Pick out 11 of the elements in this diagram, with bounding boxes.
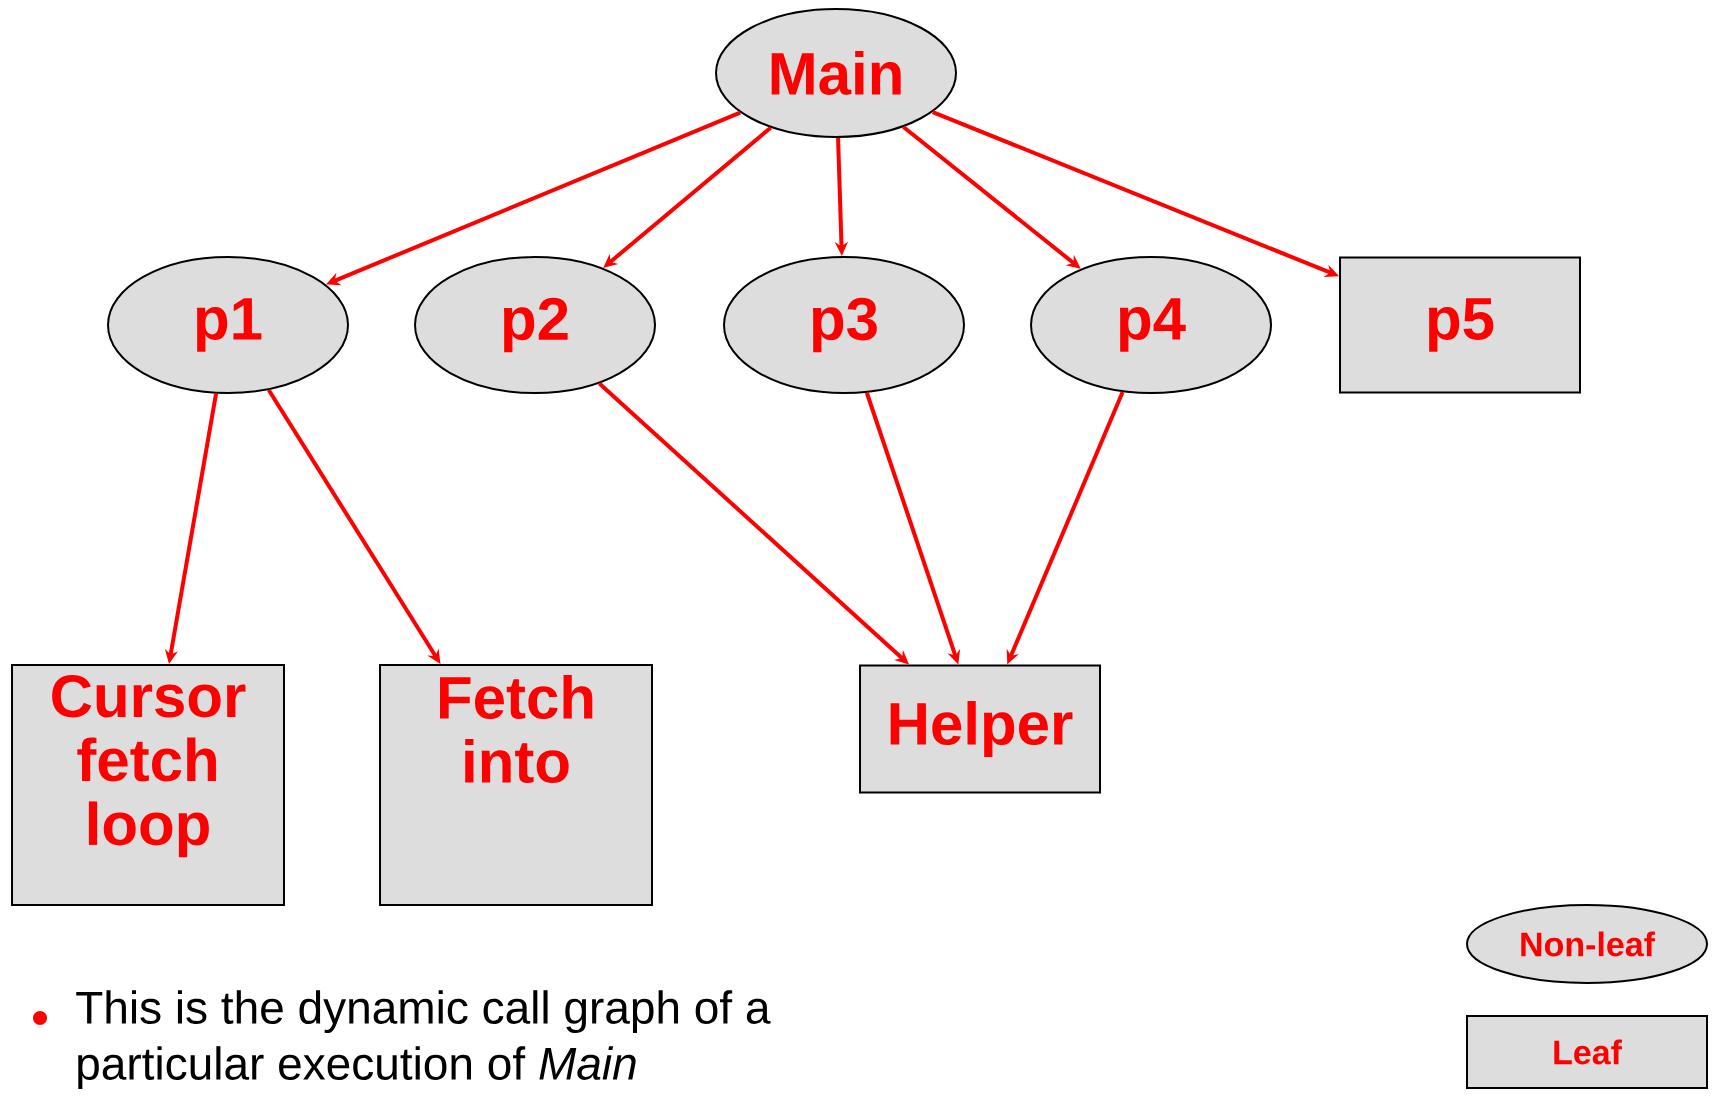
bullet-text: This is the dynamic call graph of a particular execution of Main xyxy=(76,990,771,1090)
ellipse-node: p1 xyxy=(107,256,349,394)
process-box: Cursor fetch loop xyxy=(11,664,285,906)
ellipse-node: Main xyxy=(715,8,957,138)
process-box: p5 xyxy=(1339,256,1581,394)
process-box: Helper xyxy=(859,664,1101,794)
ellipse-node: p2 xyxy=(414,256,656,394)
ellipse-node: p4 xyxy=(1030,256,1272,394)
process-box: Fetch into xyxy=(379,664,653,906)
ellipse-node: p3 xyxy=(723,256,965,394)
legend-box: Leaf xyxy=(1466,1015,1708,1089)
